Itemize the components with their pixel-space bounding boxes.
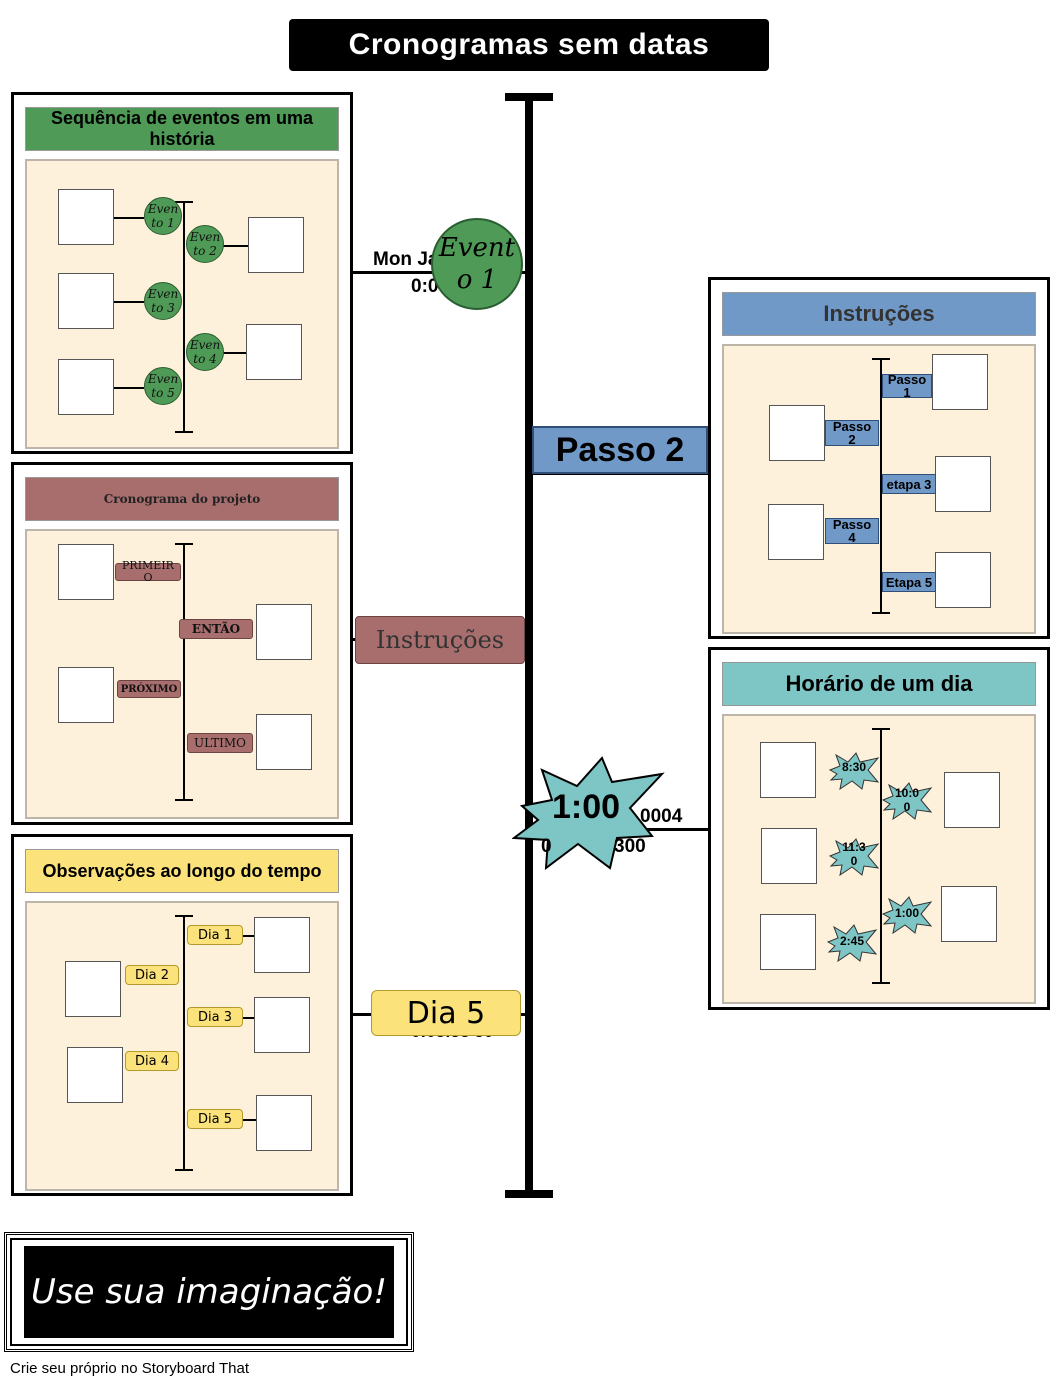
banner-text: Use sua imaginação! [24, 1246, 394, 1338]
story-event-4: Even to 4 [186, 333, 224, 371]
panel-instructions-title: Instruções [722, 292, 1036, 336]
instruction-step-3: etapa 3 [882, 474, 936, 494]
story-axis [183, 201, 185, 433]
event1-circle: Event o 1 [431, 218, 523, 310]
panel-project-title: Cronograma do projeto [25, 477, 339, 521]
banner-frame [4, 1232, 414, 1352]
passo2-label: Passo 2 [532, 426, 708, 474]
project-step-4: ULTIMO [187, 733, 253, 753]
event1-time: 0:0 [411, 276, 439, 297]
schedule-time-4: 1:00 [894, 906, 920, 920]
instrucoes-scroll-label: Instruções [355, 616, 525, 664]
instruction-image-2 [769, 405, 825, 461]
instruction-image-1 [932, 354, 988, 410]
schedule-image-3 [761, 828, 817, 884]
instruction-step-5: Etapa 5 [882, 572, 936, 592]
banner-frame-inner [10, 1238, 408, 1346]
story-event-2: Even to 2 [186, 225, 224, 263]
project-image-3 [58, 667, 114, 723]
star-right-text: 0004 [640, 806, 683, 827]
story-image-3 [58, 273, 114, 329]
observation-image-3 [254, 997, 310, 1053]
schedule-axis [880, 728, 882, 984]
schedule-star-icon-3 [828, 838, 880, 876]
main-timeline-axis [525, 96, 533, 1198]
schedule-image-2 [944, 772, 1000, 828]
schedule-time-5: 2:45 [839, 934, 865, 948]
instruction-image-4 [768, 504, 824, 560]
event1-date: Mon Ja [373, 249, 439, 270]
footer-credit[interactable]: Crie seu próprio no Storyboard That [10, 1360, 250, 1377]
story-event-1: Even to 1 [144, 197, 182, 235]
schedule-image-5 [760, 914, 816, 970]
observation-image-5 [256, 1095, 312, 1151]
panel-instructions-body: Passo 1 Passo 2 etapa 3 Passo 4 Etapa 5 [722, 344, 1036, 634]
story-event-3: Even to 3 [144, 282, 182, 320]
observation-image-1 [254, 917, 310, 973]
observation-day-4: Dia 4 [125, 1051, 179, 1071]
instruction-image-3 [935, 456, 991, 512]
observations-axis [183, 915, 185, 1171]
panel-observations: Observações ao longo do tempo Dia 1 Dia … [11, 834, 353, 1196]
schedule-time-1: 8:30 [841, 760, 867, 774]
story-image-2 [248, 217, 304, 273]
star-below-text: 0 [541, 836, 552, 857]
panel-schedule-title: Horário de um dia [722, 662, 1036, 706]
observation-image-2 [65, 961, 121, 1017]
schedule-time-2: 10:0 0 [894, 786, 920, 814]
schedule-star-icon-5 [826, 924, 878, 962]
star-time-label: 1:00 [551, 788, 621, 826]
project-image-4 [256, 714, 312, 770]
project-image-2 [256, 604, 312, 660]
instruction-step-4: Passo 4 [825, 518, 879, 544]
timeline-top-cap [505, 93, 553, 101]
timeline-bottom-cap [505, 1190, 553, 1198]
star-below-text-2: 300 [614, 836, 646, 857]
star-burst-icon [512, 756, 665, 871]
project-step-3: PRÓXIMO [117, 680, 181, 698]
panel-schedule: Horário de um dia 8:30 10:0 0 11:3 0 1:0… [708, 647, 1050, 1010]
project-step-1: PRIMEIR O [115, 560, 181, 584]
panel-observations-body: Dia 1 Dia 2 Dia 3 Dia 4 Dia 5 [25, 901, 339, 1191]
panel-observations-title: Observações ao longo do tempo [25, 849, 339, 893]
page-title: Cronogramas sem datas [289, 19, 769, 71]
project-image-1 [58, 544, 114, 600]
story-image-4 [246, 324, 302, 380]
observation-day-5: Dia 5 [187, 1109, 243, 1129]
panel-project-body: PRIMEIR O ENTÃO PRÓXIMO ULTIMO [25, 529, 339, 819]
schedule-image-4 [941, 886, 997, 942]
schedule-star-icon-4 [881, 896, 933, 934]
panel-story-title: Sequência de eventos em uma história [25, 107, 339, 151]
instruction-step-2: Passo 2 [825, 420, 879, 446]
panel-story: Sequência de eventos em uma história Eve… [11, 92, 353, 454]
observation-day-3: Dia 3 [187, 1007, 243, 1027]
schedule-time-3: 11:3 0 [842, 840, 866, 868]
instruction-image-5 [935, 552, 991, 608]
project-axis [183, 543, 185, 801]
panel-project: Cronograma do projeto PRIMEIR O ENTÃO PR… [11, 462, 353, 825]
observation-image-4 [67, 1047, 123, 1103]
schedule-star-icon-2 [881, 782, 933, 820]
observation-day-1: Dia 1 [187, 925, 243, 945]
story-image-5 [58, 359, 114, 415]
story-image-1 [58, 189, 114, 245]
panel-story-body: Even to 1 Even to 2 Even to 3 Even to 4 … [25, 159, 339, 449]
observation-day-2: Dia 2 [125, 965, 179, 985]
project-step-2: ENTÃO [179, 619, 253, 639]
schedule-star-icon-1 [828, 752, 880, 790]
schedule-image-1 [760, 742, 816, 798]
dia5-banner: Dia 5 [371, 990, 521, 1036]
panel-instructions: Instruções Passo 1 Passo 2 etapa 3 Passo… [708, 277, 1050, 639]
instructions-axis [880, 358, 882, 614]
panel-schedule-body: 8:30 10:0 0 11:3 0 1:00 2:45 [722, 714, 1036, 1004]
instruction-step-1: Passo 1 [882, 373, 932, 399]
story-event-5: Even to 5 [144, 367, 182, 405]
